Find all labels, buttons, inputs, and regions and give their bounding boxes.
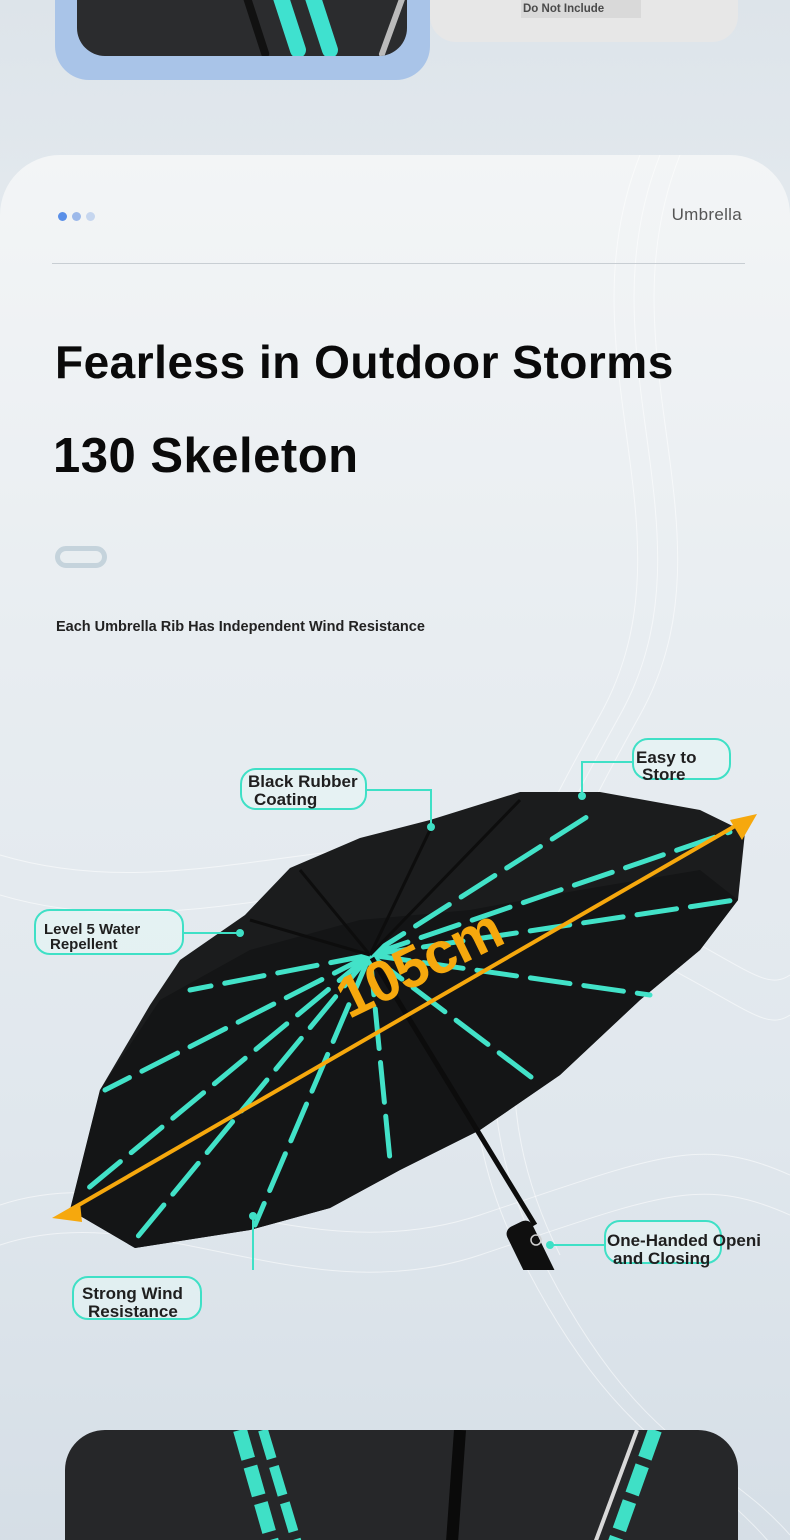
- callout-easy-store-line1: Easy to: [636, 748, 697, 767]
- callout-black-rubber-line2: Coating: [254, 790, 318, 809]
- silver-rib: [378, 0, 407, 56]
- callout-water-repellent-line2: Repellent: [50, 936, 118, 953]
- callout-strong-wind-line1: Strong Wind: [82, 1284, 183, 1303]
- callout-one-handed: [604, 1220, 722, 1264]
- umbrella-illustration: [52, 761, 757, 1270]
- top-grey-card: Do Not Include: [430, 0, 738, 42]
- indicator-dot: [58, 212, 67, 221]
- callout-black-rubber-line1: Black Rubber: [248, 772, 358, 791]
- callout-black-rubber: [240, 768, 367, 810]
- feature-subtitle: Each Umbrella Rib Has Independent Wind R…: [56, 619, 425, 635]
- callout-easy-store: [632, 738, 731, 780]
- black-rib: [231, 0, 271, 56]
- umbrella-closeup-image: [77, 0, 407, 56]
- teal-rib: [261, 0, 309, 56]
- indicator-dot: [72, 212, 81, 221]
- umbrella-detail-ribs: [233, 1430, 662, 1540]
- headline-subtitle: 130 Skeleton: [53, 429, 359, 483]
- header-divider: [52, 263, 745, 264]
- brand-label: Umbrella: [671, 205, 742, 224]
- indicator-dot: [86, 212, 95, 221]
- callout-strong-wind-line2: Resistance: [88, 1302, 178, 1321]
- do-not-include-tag: Do Not Include: [521, 0, 641, 18]
- top-product-card: [55, 0, 430, 80]
- callout-strong-wind: [72, 1276, 202, 1320]
- page-indicator-dots: [58, 212, 95, 221]
- callout-water-repellent: [34, 909, 184, 955]
- umbrella-detail-image: [65, 1430, 738, 1540]
- callout-one-handed-line2: and Closing: [613, 1249, 711, 1268]
- callout-easy-store-line2: Store: [642, 765, 686, 784]
- callout-one-handed-line1: One-Handed Openi: [607, 1231, 761, 1250]
- decorative-pill: [55, 546, 107, 568]
- callout-water-repellent-line1: Level 5 Water: [44, 921, 141, 938]
- headline-title: Fearless in Outdoor Storms: [55, 336, 674, 388]
